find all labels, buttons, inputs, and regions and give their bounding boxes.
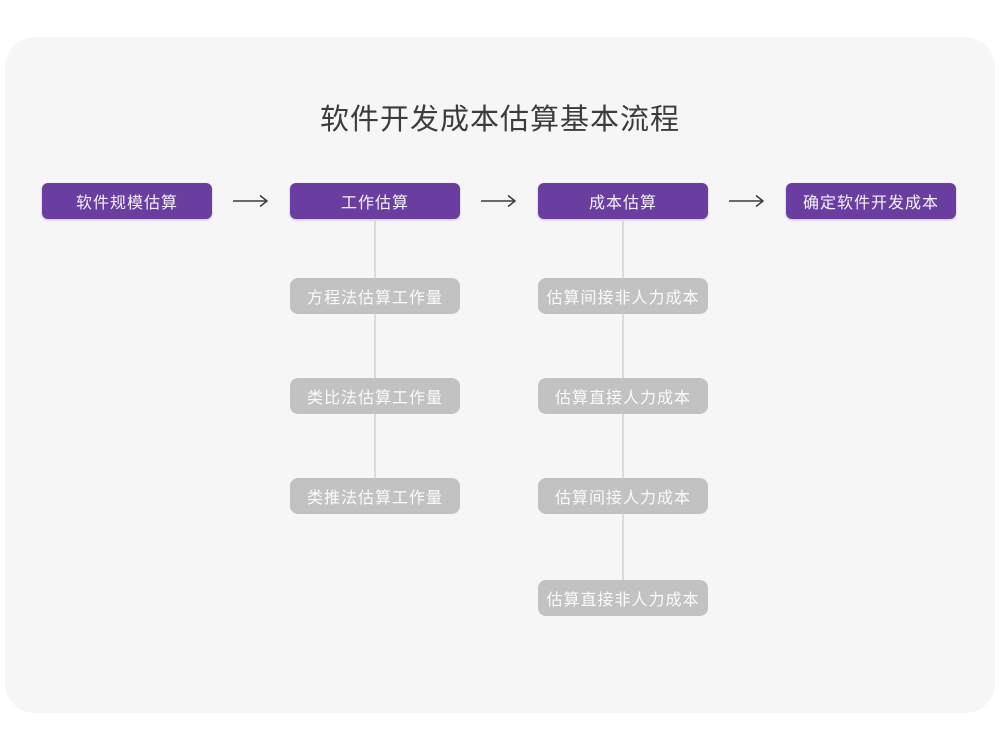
stage-label: 确定软件开发成本 bbox=[802, 195, 939, 212]
stage-node-effort-estimation: 工作估算 bbox=[290, 183, 460, 219]
stage-label: 软件规模估算 bbox=[75, 195, 178, 212]
stage-node-software-scale-estimation: 软件规模估算 bbox=[42, 183, 212, 219]
stage-label: 工作估算 bbox=[340, 195, 409, 212]
branch-node-direct-labor-cost: 估算直接人力成本 bbox=[538, 378, 708, 414]
branch-node-label: 估算直接非人力成本 bbox=[546, 592, 700, 609]
branch-node-indirect-nonlabor-cost: 估算间接非人力成本 bbox=[538, 278, 708, 314]
branch-node-equation-method: 方程法估算工作量 bbox=[290, 278, 460, 314]
stage-node-final-dev-cost: 确定软件开发成本 bbox=[786, 183, 956, 219]
branch-node-label: 方程法估算工作量 bbox=[306, 290, 443, 307]
right-arrow-icon bbox=[481, 194, 517, 208]
right-arrow-icon bbox=[233, 194, 269, 208]
branch-node-label: 类推法估算工作量 bbox=[306, 490, 443, 507]
branch-node-extrapolation-method: 类推法估算工作量 bbox=[290, 478, 460, 514]
branch-node-label: 估算间接人力成本 bbox=[554, 490, 691, 507]
stage-label: 成本估算 bbox=[588, 195, 657, 212]
branch-node-indirect-labor-cost: 估算间接人力成本 bbox=[538, 478, 708, 514]
diagram-card bbox=[5, 37, 995, 713]
branch-node-label: 类比法估算工作量 bbox=[306, 390, 443, 407]
branch-connector-line-effort bbox=[374, 219, 376, 479]
stage-node-cost-estimation: 成本估算 bbox=[538, 183, 708, 219]
branch-node-analogy-method: 类比法估算工作量 bbox=[290, 378, 460, 414]
branch-node-label: 估算间接非人力成本 bbox=[546, 290, 700, 307]
branch-node-label: 估算直接人力成本 bbox=[554, 390, 691, 407]
diagram-title: 软件开发成本估算基本流程 bbox=[319, 104, 680, 136]
right-arrow-icon bbox=[729, 194, 765, 208]
branch-node-direct-nonlabor-cost: 估算直接非人力成本 bbox=[538, 580, 708, 616]
